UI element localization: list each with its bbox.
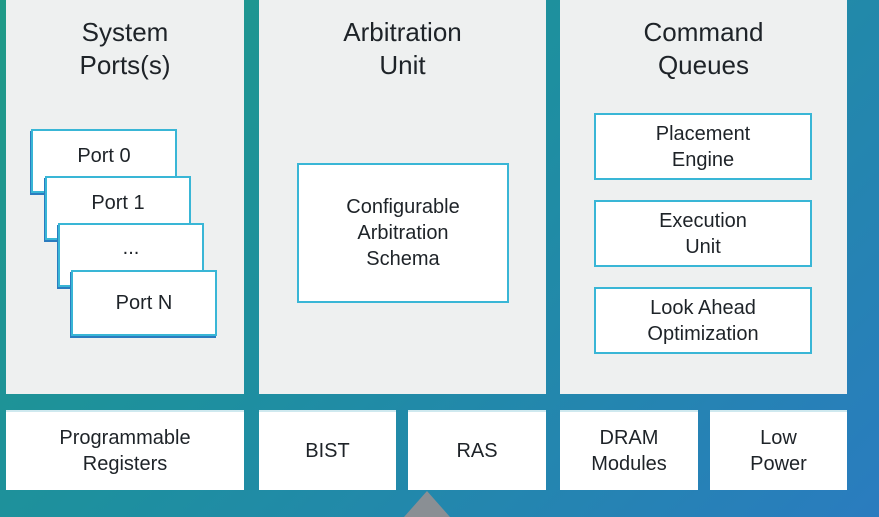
ras-label: RAS — [456, 440, 498, 462]
arbitration-schema-box: Configurable Arbitration Schema — [297, 163, 509, 303]
port-0-label: Port 0 — [77, 145, 131, 167]
port-n-box: Port N — [71, 270, 217, 336]
arbitration-unit-title: Arbitration Unit — [343, 17, 462, 80]
system-ports-panel: System Ports(s) Port 0 Port 1 ... Port N — [6, 0, 244, 394]
dram-modules-label: DRAM Modules — [591, 427, 667, 475]
low-power-box: Low Power — [710, 410, 847, 490]
dram-modules-box: DRAM Modules — [560, 410, 698, 490]
look-ahead-optimization-label: Look Ahead Optimization — [647, 296, 759, 345]
low-power-label: Low Power — [750, 427, 807, 475]
placement-engine-label: Placement Engine — [655, 122, 751, 171]
programmable-registers-box: Programmable Registers — [6, 410, 244, 490]
bist-label: BIST — [305, 440, 350, 462]
port-1-label: Port 1 — [91, 192, 145, 214]
programmable-registers-label: Programmable Registers — [59, 427, 191, 475]
execution-unit-label: Execution Unit — [659, 209, 747, 258]
placement-engine-box: Placement Engine — [594, 113, 812, 180]
pointer-triangle-icon — [404, 491, 450, 517]
system-ports-title: System Ports(s) — [79, 17, 171, 80]
ras-box: RAS — [408, 410, 546, 490]
command-queues-panel: Command Queues Placement Engine Executio… — [560, 0, 847, 394]
look-ahead-optimization-box: Look Ahead Optimization — [594, 287, 812, 354]
arbitration-unit-panel: Arbitration Unit Configurable Arbitratio… — [259, 0, 546, 394]
bist-box: BIST — [259, 410, 396, 490]
port-ellipsis-label: ... — [122, 237, 140, 259]
port-n-label: Port N — [115, 292, 173, 314]
arbitration-schema-label: Configurable Arbitration Schema — [346, 196, 460, 270]
command-queues-title: Command Queues — [643, 17, 764, 80]
execution-unit-box: Execution Unit — [594, 200, 812, 267]
